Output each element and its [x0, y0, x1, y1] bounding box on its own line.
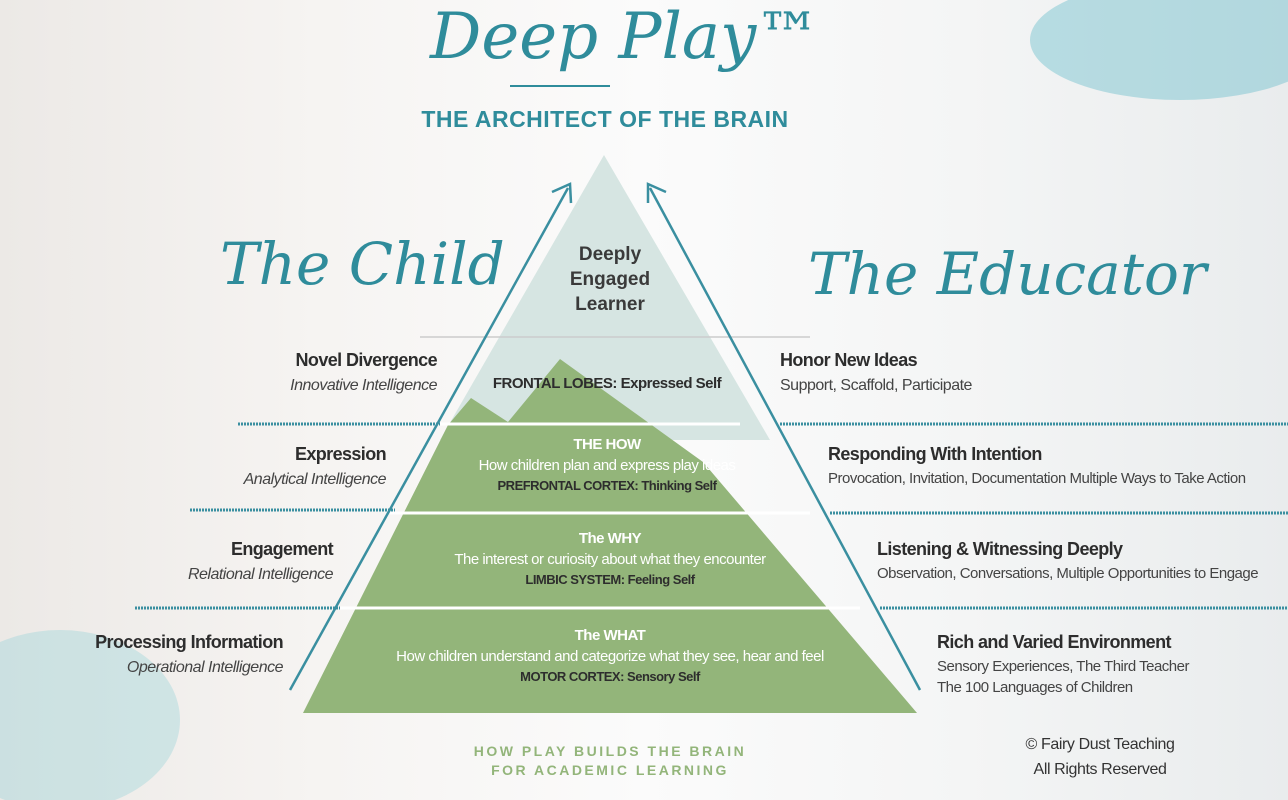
tier-title: The WHY [578, 530, 642, 547]
level-lines [135, 422, 1288, 610]
subtitle: THE ARCHITECT OF THE BRAIN [421, 106, 789, 132]
copyright-line: All Rights Reserved [1033, 761, 1167, 778]
level-sub: Observation, Conversations, Multiple Opp… [877, 565, 1259, 582]
level-title: Engagement [230, 539, 334, 559]
tier-frontal: FRONTAL LOBES: Expressed Self [492, 375, 722, 392]
tier-what: The WHAT How children understand and cat… [310, 627, 910, 684]
level-sub: Sensory Experiences, The Third Teacher [937, 658, 1189, 675]
watercolor-splash [1030, 0, 1288, 100]
educator-level-4: Rich and Varied Environment Sensory Expe… [937, 632, 1189, 696]
arrows [288, 182, 922, 691]
educator-level-3: Listening & Witnessing Deeply Observatio… [877, 539, 1259, 582]
child-heading: The Child [220, 230, 505, 298]
footer-caption: HOW PLAY BUILDS THE BRAIN FOR ACADEMIC L… [430, 742, 790, 780]
child-level-3: Engagement Relational Intelligence [187, 539, 334, 584]
child-level-1: Novel Divergence Innovative Intelligence [290, 350, 437, 395]
apex-label: Deeply Engaged Learner [540, 242, 680, 317]
main-title: Deep Play™ [430, 0, 821, 74]
educator-level-1: Honor New Ideas Support, Scaffold, Parti… [780, 350, 972, 395]
level-title: Novel Divergence [295, 350, 438, 370]
copyright: © Fairy Dust Teaching All Rights Reserve… [1000, 732, 1200, 782]
level-sub: Support, Scaffold, Participate [780, 377, 972, 394]
pyramid-green-tiers [303, 359, 917, 713]
tier-dividers [340, 422, 860, 610]
tier-desc: How children understand and categorize w… [396, 648, 824, 665]
level-sub: Innovative Intelligence [290, 377, 437, 394]
child-level-4: Processing Information Operational Intel… [95, 632, 283, 677]
watercolor-splash [0, 630, 180, 800]
apex-line: Engaged [569, 269, 651, 290]
child-level-2: Expression Analytical Intelligence [243, 444, 387, 489]
level-sub: Provocation, Invitation, Documentation M… [828, 470, 1246, 487]
apex-tier [440, 155, 770, 440]
tier-why: The WHY The interest or curiosity about … [360, 530, 860, 587]
level-title: Honor New Ideas [780, 350, 918, 370]
educator-heading: The Educator [808, 240, 1207, 308]
footer-line: FOR ACADEMIC LEARNING [491, 762, 729, 778]
tier-brain: PREFRONTAL CORTEX: Thinking Self [497, 478, 717, 493]
copyright-line: © Fairy Dust Teaching [1025, 736, 1175, 753]
level-title: Listening & Witnessing Deeply [877, 539, 1123, 559]
tier-desc: How children plan and express play ideas [478, 457, 736, 474]
tier-desc: The interest or curiosity about what the… [454, 551, 766, 568]
apex-line: Deeply [578, 244, 642, 265]
tier-how: THE HOW How children plan and express pl… [400, 436, 814, 493]
level-title: Expression [294, 444, 387, 464]
educator-level-2: Responding With Intention Provocation, I… [828, 444, 1246, 487]
footer-line: HOW PLAY BUILDS THE BRAIN [473, 743, 747, 759]
level-title: Processing Information [95, 632, 283, 652]
level-title: Responding With Intention [828, 444, 1042, 464]
level-sub: Operational Intelligence [126, 659, 284, 676]
tier-brain: MOTOR CORTEX: Sensory Self [520, 669, 700, 684]
tier-title: The WHAT [574, 627, 646, 644]
level-title: Rich and Varied Environment [937, 632, 1171, 652]
level-sub: Relational Intelligence [187, 566, 334, 583]
tier-title: THE HOW [573, 436, 641, 453]
level-sub: The 100 Languages of Children [937, 679, 1133, 696]
tier-brain: LIMBIC SYSTEM: Feeling Self [525, 572, 695, 587]
apex-line: Learner [575, 294, 645, 315]
level-sub: Analytical Intelligence [243, 471, 387, 488]
